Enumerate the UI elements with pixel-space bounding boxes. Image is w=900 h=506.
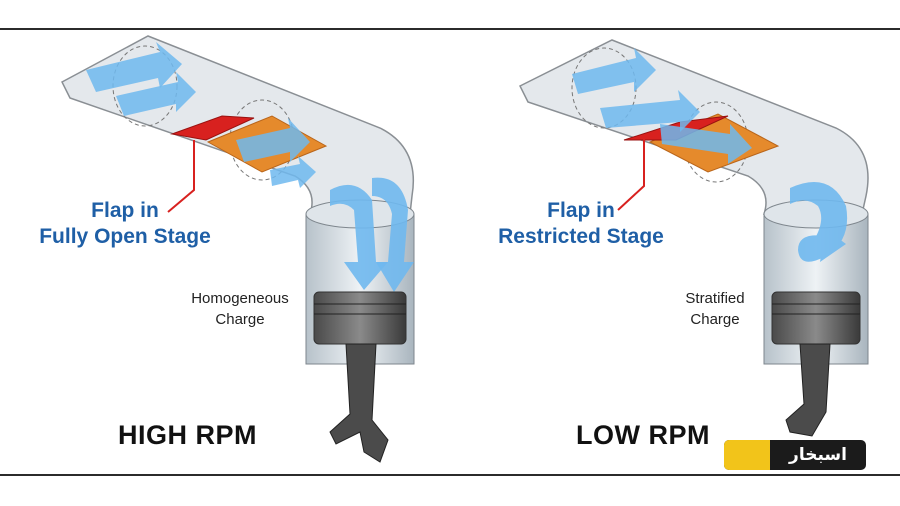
flap-label-line1: Flap in: [547, 199, 615, 222]
flap-label-line2: Fully Open Stage: [39, 225, 211, 248]
flap-leader-line: [617, 138, 645, 211]
airflow-arrow: [600, 90, 700, 132]
flap: [170, 115, 255, 141]
rpm-label-low: LOW RPM: [576, 420, 710, 450]
high-rpm-diagram: [61, 35, 415, 463]
connecting-rod: [785, 343, 831, 437]
flap-label-low-rpm: Flap in Restricted Stage: [486, 198, 676, 250]
flap-label-line2: Restricted Stage: [498, 225, 664, 248]
airflow-arrow: [270, 156, 316, 188]
piston: [313, 291, 407, 345]
airflow-arrow: [236, 118, 310, 162]
swirl-arrow: [790, 182, 848, 262]
airflow-arrow: [572, 48, 656, 94]
flap-label-line1: Flap in: [91, 199, 159, 222]
charge-label-line1: Homogeneous: [191, 290, 289, 307]
logo-yellow-block: [724, 440, 770, 470]
logo-text: اسبخار: [789, 445, 847, 464]
flap-leader-line: [167, 140, 195, 213]
bottom-border: [0, 474, 900, 476]
brand-logo: اسبخار: [724, 440, 866, 470]
airflow-arrow: [372, 177, 414, 292]
charge-label-line2: Charge: [215, 311, 265, 328]
low-rpm-diagram: [518, 39, 869, 437]
charge-label-line1: Stratified: [685, 290, 745, 307]
charge-label-low-rpm: Stratified Charge: [650, 288, 780, 330]
flap-label-high-rpm: Flap in Fully Open Stage: [30, 198, 220, 250]
charge-label-high-rpm: Homogeneous Charge: [170, 288, 310, 330]
connecting-rod: [329, 343, 389, 463]
airflow-arrow: [86, 42, 182, 92]
airflow-arrow: [660, 124, 752, 164]
top-border: [0, 28, 900, 30]
rpm-label-high: HIGH RPM: [118, 420, 257, 450]
airflow-arrow: [330, 184, 388, 290]
charge-label-line2: Charge: [690, 311, 740, 328]
airflow-arrow: [116, 72, 196, 116]
piston: [771, 291, 861, 345]
